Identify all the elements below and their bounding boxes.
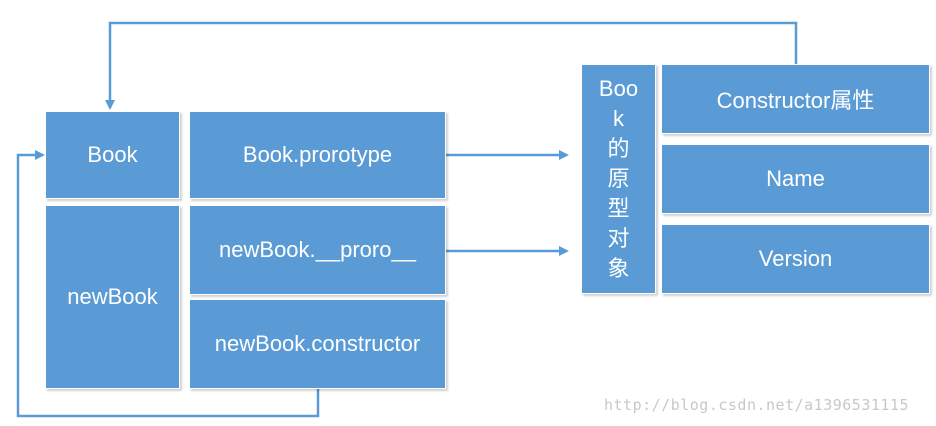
prototype-object-char: k: [613, 106, 624, 131]
prototype-label: Book.prorotype: [242, 142, 393, 167]
prototype-object-char: 型: [607, 196, 630, 221]
bottom-loop-arrow: [16, 150, 320, 418]
prototype-object-char: 对: [607, 226, 630, 251]
name-label: Name: [766, 166, 825, 191]
book-box: Book: [45, 111, 180, 199]
prototype-object-box: Boo k 的 原 型 对 象: [581, 64, 656, 294]
newbook-box: newBook: [45, 205, 180, 389]
proto-label: newBook.__proro__: [219, 237, 416, 262]
watermark: http://blog.csdn.net/a1396531115: [604, 396, 909, 414]
name-box: Name: [661, 144, 930, 214]
prototype-object-char: 的: [607, 136, 630, 161]
proto-box: newBook.__proro__: [189, 205, 446, 295]
constructor-label: newBook.constructor: [214, 331, 421, 356]
version-label: Version: [758, 246, 833, 271]
top-loop-arrow: [105, 21, 798, 110]
constructor-box: newBook.constructor: [189, 299, 446, 389]
prototype-object-char: 象: [607, 256, 630, 281]
prototype-object-char: 原: [607, 166, 630, 191]
prototype-box: Book.prorotype: [189, 111, 446, 199]
prototype-object-label: Boo k 的 原 型 对 象: [599, 74, 638, 284]
newbook-label: newBook: [67, 284, 158, 309]
constructor-attr-box: Constructor属性: [661, 64, 930, 134]
prototype-object-char: Boo: [598, 76, 639, 101]
constructor-attr-label: Constructor属性: [716, 88, 875, 113]
version-box: Version: [661, 224, 930, 294]
book-label: Book: [87, 142, 138, 167]
